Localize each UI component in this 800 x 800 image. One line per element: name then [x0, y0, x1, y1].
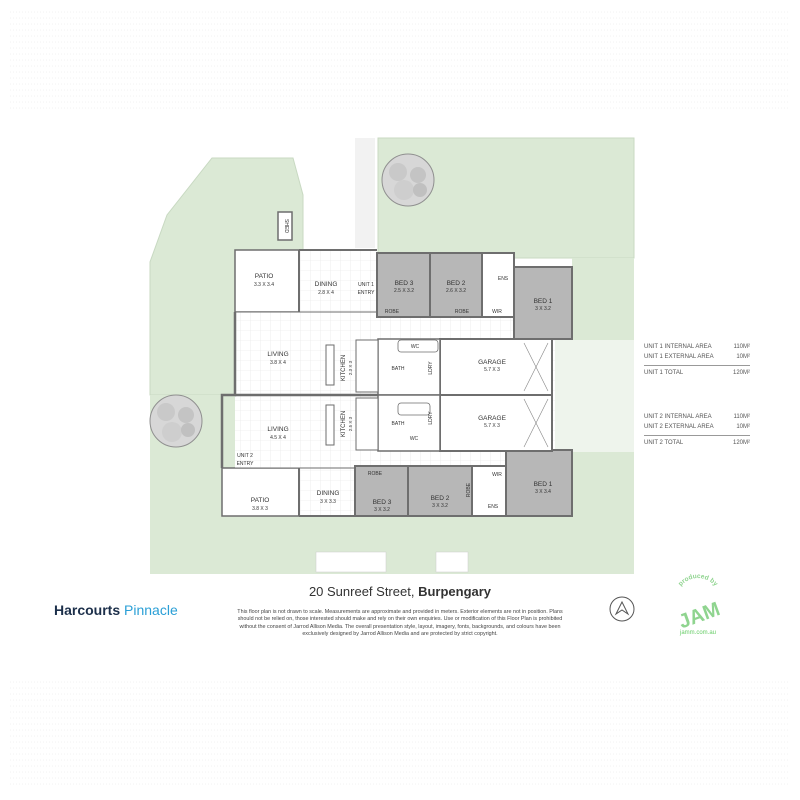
- area-value: 10M²: [736, 354, 750, 360]
- u2-ens-label: ENS: [488, 504, 499, 510]
- agency-office: Pinnacle: [124, 602, 178, 618]
- u2-robe3-label: ROBE: [368, 471, 383, 477]
- area-label: UNIT 2 INTERNAL AREA: [644, 414, 712, 420]
- area-value: 110M²: [733, 344, 750, 350]
- tree-top: [381, 153, 435, 207]
- u2-wc-label: WC: [410, 436, 419, 442]
- north-compass-icon: [609, 596, 635, 622]
- u2-entry-label-2: ENTRY: [237, 461, 255, 467]
- area-row: UNIT 1 EXTERNAL AREA 10M²: [644, 352, 750, 362]
- area-value: 110M²: [733, 414, 750, 420]
- shed: [277, 211, 293, 241]
- property-address: 20 Sunreef Street, Burpengary: [0, 584, 800, 599]
- u1-patio-label: PATIO: [255, 273, 274, 280]
- u2-bed1-label: BED 1: [534, 481, 553, 488]
- u1-ens-label: ENS: [498, 276, 509, 282]
- address-street: 20 Sunreef Street,: [308, 584, 415, 599]
- u1-bed1-label: BED 1: [534, 298, 553, 305]
- u2-garage-dim: 5.7 X 3: [484, 423, 500, 429]
- jam-logo-text: JAM: [676, 598, 723, 633]
- background-dotted-lines: [10, 11, 790, 785]
- u1-robe3-label: ROBE: [385, 309, 400, 315]
- u1-kitchen-dim: 2.3 X 3: [348, 360, 353, 375]
- u2-bed3-label: BED 3: [373, 499, 392, 506]
- area-label: UNIT 2 EXTERNAL AREA: [644, 424, 714, 430]
- u1-garage-label: GARAGE: [478, 359, 506, 366]
- u1-living-dim: 3.8 X 4: [270, 360, 286, 366]
- u1-dining-label: DINING: [315, 281, 338, 288]
- producer-url: jamm.com.au: [680, 630, 717, 636]
- u2-garage-label: GARAGE: [478, 415, 506, 422]
- shed-label: SHED: [283, 219, 289, 233]
- agency-name: Harcourts: [54, 602, 121, 618]
- u1-patio-dim: 3.3 X 3.4: [254, 282, 274, 288]
- address-suburb: Burpengary: [418, 584, 492, 599]
- u2-kitchen-label: KITCHEN: [341, 411, 347, 437]
- area-label: UNIT 1 TOTAL: [644, 370, 684, 376]
- area-row-total: UNIT 2 TOTAL 120M²: [644, 435, 750, 448]
- u2-dining-label: DINING: [317, 490, 340, 497]
- unit-1-area-table: UNIT 1 INTERNAL AREA 110M² UNIT 1 EXTERN…: [644, 342, 750, 378]
- area-row: UNIT 2 EXTERNAL AREA 10M²: [644, 422, 750, 432]
- u1-robe2-label: ROBE: [455, 309, 470, 315]
- area-value: 120M²: [732, 440, 750, 446]
- u2-bed1-dim: 3 X 3.4: [535, 489, 551, 495]
- u2-ldry-label: LDRY: [428, 411, 434, 425]
- agency-logo: Harcourts Pinnacle: [54, 602, 178, 618]
- u1-bath-label: BATH: [392, 366, 405, 372]
- jam-logo-icon: produced by JAM: [676, 573, 723, 633]
- u2-bed2-dim: 3 X 3.2: [432, 503, 448, 509]
- u1-bed1-dim: 3 X 3.2: [535, 306, 551, 312]
- disclaimer-text: This floor plan is not drawn to scale. M…: [237, 609, 563, 638]
- u1-wc-label: WC: [411, 344, 420, 350]
- unit-1-labels: PATIO 3.3 X 3.4 DINING 2.8 X 4 UNIT 1 EN…: [254, 273, 553, 381]
- u2-wir-label: WIR: [492, 472, 502, 478]
- area-label: UNIT 1 EXTERNAL AREA: [644, 354, 714, 360]
- u1-garage-dim: 5.7 X 3: [484, 367, 500, 373]
- unit-2-labels: LIVING 4.5 X 4 KITCHEN 2.5 X 3 BATH WC L…: [237, 411, 553, 513]
- area-value: 120M²: [732, 370, 750, 376]
- u2-entry-label: UNIT 2: [237, 453, 253, 459]
- u1-kitchen-label: KITCHEN: [341, 355, 347, 381]
- area-row: UNIT 2 INTERNAL AREA 110M²: [644, 412, 750, 422]
- area-row: UNIT 1 INTERNAL AREA 110M²: [644, 342, 750, 352]
- area-row-total: UNIT 1 TOTAL 120M²: [644, 365, 750, 378]
- unit-2-area-table: UNIT 2 INTERNAL AREA 110M² UNIT 2 EXTERN…: [644, 412, 750, 448]
- u1-bed3-label: BED 3: [395, 280, 414, 287]
- u2-bed3-dim: 3 X 3.2: [374, 507, 390, 513]
- u1-living-label: LIVING: [267, 351, 288, 358]
- u2-patio-dim: 3.8 X 3: [252, 506, 268, 512]
- u1-entry-label: UNIT 1: [358, 282, 374, 288]
- area-label: UNIT 2 TOTAL: [644, 440, 684, 446]
- u2-living-dim: 4.5 X 4: [270, 435, 286, 441]
- u2-patio-label: PATIO: [251, 497, 270, 504]
- u2-kitchen-dim: 2.5 X 3: [348, 416, 353, 431]
- u2-robe2-label: ROBE: [466, 482, 472, 497]
- u1-entry-label-2: ENTRY: [358, 290, 376, 296]
- u2-bath-label: BATH: [392, 421, 405, 427]
- u1-ldry-label: LDRY: [428, 361, 434, 375]
- u2-bed2-label: BED 2: [431, 495, 450, 502]
- building: [220, 249, 573, 517]
- u2-dining-dim: 3 X 3.3: [320, 499, 336, 505]
- area-value: 10M²: [736, 424, 750, 430]
- tree-left: [149, 394, 203, 448]
- u1-bed2-dim: 2.6 X 3.2: [446, 288, 466, 294]
- area-label: UNIT 1 INTERNAL AREA: [644, 344, 712, 350]
- u1-bed2-label: BED 2: [447, 280, 466, 287]
- u1-wir-label: WIR: [492, 309, 502, 315]
- u1-bed3-dim: 2.5 X 3.2: [394, 288, 414, 294]
- u2-living-label: LIVING: [267, 426, 288, 433]
- u1-dining-dim: 2.8 X 4: [318, 290, 334, 296]
